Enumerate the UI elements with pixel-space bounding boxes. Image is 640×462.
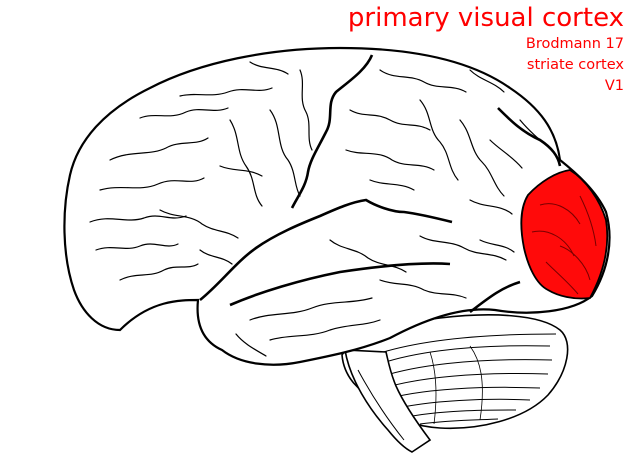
lateral-fissure xyxy=(199,198,453,302)
synonym-v1: V1 xyxy=(604,78,624,94)
gyral-lines xyxy=(89,61,553,357)
synonym-brodmann: Brodmann 17 xyxy=(525,36,624,52)
synonym-striate: striate cortex xyxy=(526,57,624,73)
label-block: primary visual cortex Brodmann 17 striat… xyxy=(347,3,624,94)
cerebral-hemisphere-outline xyxy=(63,46,611,366)
central-sulcus xyxy=(290,54,374,209)
brainstem xyxy=(344,349,432,453)
diagram-title: primary visual cortex xyxy=(347,3,624,33)
primary-visual-cortex-region xyxy=(520,169,609,300)
major-sulci xyxy=(199,54,562,314)
